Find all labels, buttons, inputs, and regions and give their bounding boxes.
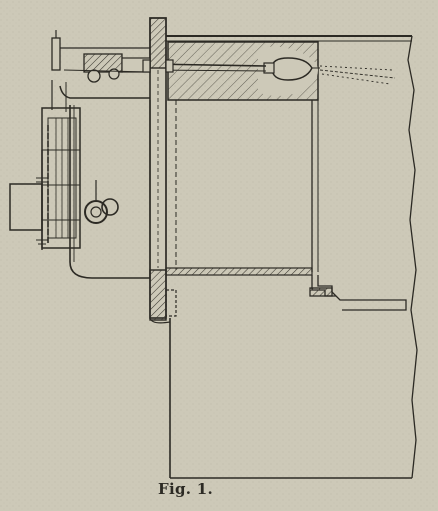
lower-shelf <box>165 267 313 276</box>
flange-bolts <box>142 59 174 73</box>
mounting-flange <box>149 17 167 321</box>
valve-knob <box>84 180 119 224</box>
light-beam <box>319 65 396 85</box>
lamp-bulb <box>263 57 320 81</box>
step-bracket <box>309 275 407 311</box>
inner-tube <box>165 100 319 272</box>
side-window <box>9 183 43 231</box>
chamber-body <box>165 35 418 479</box>
figure-caption: Fig. 1. <box>158 480 214 498</box>
apparatus-housing <box>69 100 151 279</box>
flange-foot <box>149 289 177 324</box>
